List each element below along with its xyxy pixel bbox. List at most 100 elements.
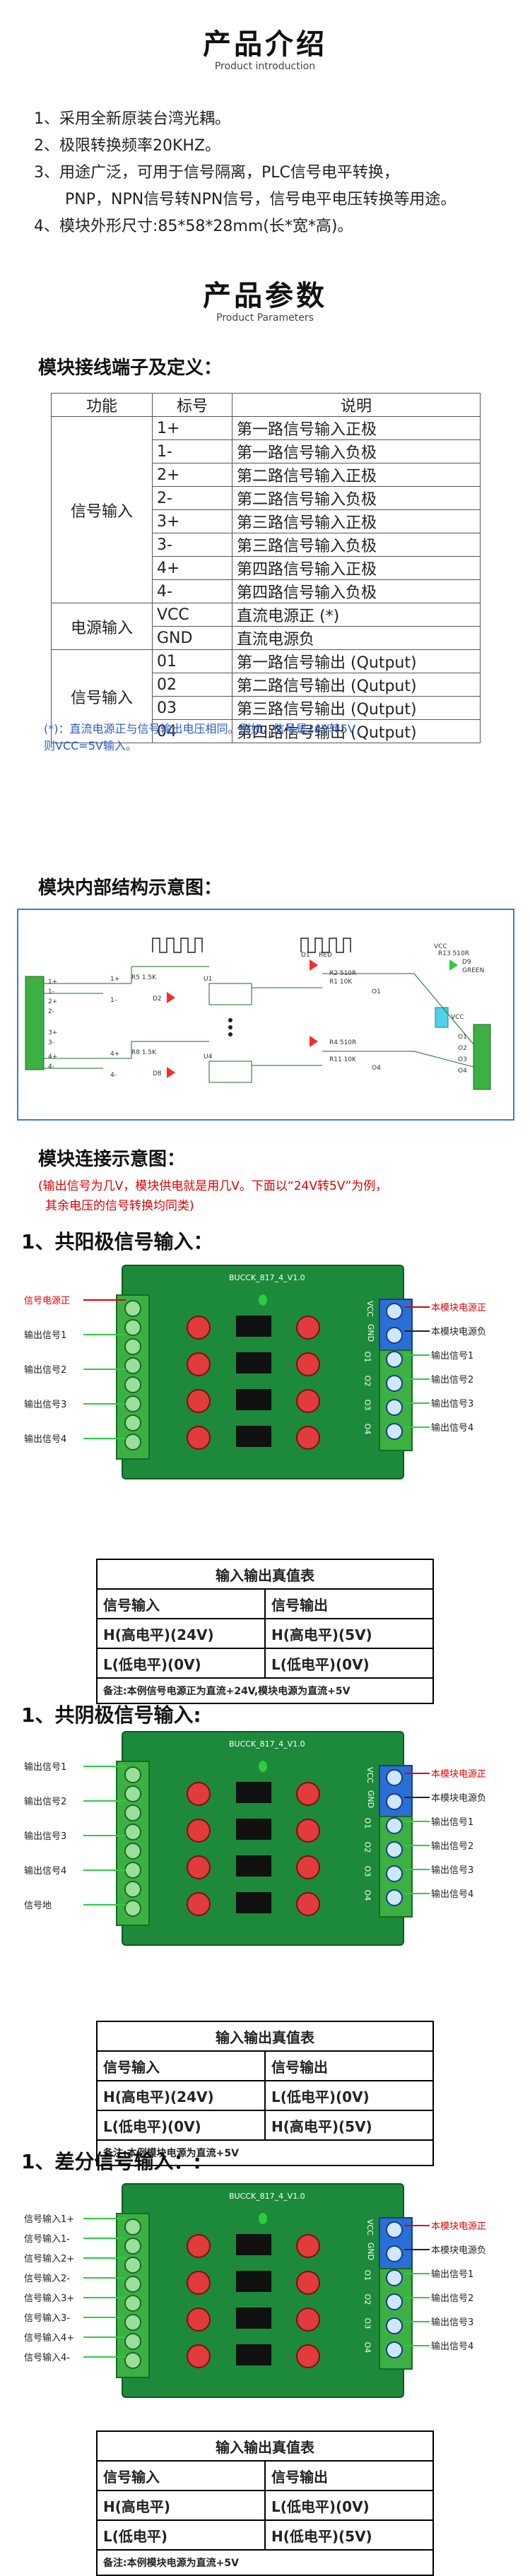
internal-heading: 模块内部结构示意图： <box>38 878 223 899</box>
wire <box>413 973 474 1045</box>
truth-table-note: 备注:本例模块电源为直流+5V <box>96 2549 434 2576</box>
resistor-icon <box>187 1316 211 1340</box>
th-code: 标号 <box>152 393 232 417</box>
pin-right: O4 <box>458 1068 467 1075</box>
resistor-icon <box>296 1855 320 1879</box>
truth-table-cell: L(低电平)(0V) <box>96 1648 266 1679</box>
resistor-icon <box>296 1892 320 1916</box>
resistor-icon <box>296 2344 320 2368</box>
label-in1n: 1- <box>110 997 117 1004</box>
row-desc: 第一路信号输出 (Qutput) <box>232 649 481 673</box>
truth-table-cell: H(高电平)(5V) <box>264 1618 434 1649</box>
wire-line <box>83 1334 126 1335</box>
resistor-icon <box>296 1389 320 1413</box>
resistor-icon <box>187 1892 211 1916</box>
truth-table-cell: H(高电平)(24V) <box>96 1618 266 1649</box>
screw-icon <box>386 1303 403 1320</box>
screw-icon <box>124 1824 141 1841</box>
left-wire-label: 输出信号3 <box>24 1831 67 1842</box>
truth-table-head: 信号输入 <box>96 2050 266 2081</box>
wire-line <box>83 2277 126 2279</box>
ellipsis-dot <box>228 1025 232 1029</box>
pulse-wave-out <box>300 938 351 953</box>
truth-table-title: 输入输出真值表 <box>96 2430 434 2462</box>
intro-title: 产品介绍 <box>203 28 327 61</box>
truth-table-head: 信号输出 <box>264 2460 434 2491</box>
optocoupler-chip <box>236 1316 271 1337</box>
wire-line <box>404 2321 430 2322</box>
right-wire-label: 输出信号1 <box>431 2269 474 2280</box>
pin-left: 2+ <box>48 998 57 1005</box>
wire-line <box>83 1766 126 1767</box>
row-desc: 第一路信号输入负极 <box>232 439 481 463</box>
terminal-label: GND <box>366 2242 376 2261</box>
left-wire-label: 输出信号1 <box>24 1762 67 1773</box>
resistor-icon <box>296 2308 320 2332</box>
optocoupler-chip <box>236 1892 271 1913</box>
screw-icon <box>124 2295 141 2312</box>
terminal-label: O1 <box>363 1351 372 1363</box>
row-desc: 第三路信号输入负极 <box>232 533 481 557</box>
optocoupler-chip <box>236 1782 271 1803</box>
group-output: 信号输入 <box>51 649 153 743</box>
screw-icon <box>124 2314 141 2331</box>
board-label: BUCCK_817_4_V1.0 <box>229 1273 305 1282</box>
label-in4n: 4- <box>110 1072 117 1079</box>
screw-icon <box>386 1327 403 1344</box>
truth-table-note: 备注:本例模块电源为直流+5V <box>96 2139 434 2166</box>
resistor-icon <box>187 1819 211 1843</box>
resistor-icon <box>187 2234 211 2258</box>
screw-icon <box>386 1793 403 1810</box>
row-desc: 第四路信号输入正极 <box>232 556 481 580</box>
right-wire-label: 输出信号1 <box>431 1351 474 1361</box>
intro-subtitle: Product introduction <box>214 61 316 72</box>
optocoupler-chip <box>236 1819 271 1840</box>
resistor-icon <box>187 1352 211 1376</box>
wire-line <box>83 2257 126 2259</box>
wire-line <box>404 1893 430 1894</box>
wire-line <box>404 1402 430 1404</box>
right-wire-label: 输出信号3 <box>431 1399 474 1410</box>
wire-line <box>83 1800 126 1802</box>
wire-line <box>83 1869 126 1871</box>
terminal-label: O3 <box>363 1399 372 1411</box>
wire-line <box>404 1821 430 1822</box>
feature-3: 3、用途广泛，可用于信号隔离，PLC信号电平转换， <box>34 164 399 182</box>
screw-icon <box>124 2333 141 2350</box>
truth-table-title: 输入输出真值表 <box>96 1559 434 1590</box>
left-wire-label: 输出信号2 <box>24 1797 67 1807</box>
truth-table-head: 信号输出 <box>264 1588 434 1619</box>
group-power: 电源输入 <box>51 603 153 650</box>
row-code: 2- <box>152 486 232 510</box>
resistor-icon <box>187 1855 211 1879</box>
optocoupler-chip <box>236 2271 271 2292</box>
screw-icon <box>386 2341 403 2358</box>
left-wire-label: 输出信号3 <box>24 1400 67 1410</box>
optocoupler-chip <box>236 1426 271 1447</box>
right-terminal-block <box>473 1024 491 1090</box>
wire-line <box>404 1426 430 1428</box>
resistor-icon <box>296 1316 320 1340</box>
truth-table-cell: L(低电平) <box>96 2519 266 2551</box>
left-wire-label: 信号输入1- <box>24 2234 70 2245</box>
resistor-icon <box>187 1782 211 1806</box>
schematic-svg: D1 RED R2 510R R1 10K O1 VCC R13 510R D9… <box>25 938 491 1090</box>
resistor-icon <box>187 2271 211 2295</box>
optocoupler-u1 <box>208 983 252 1005</box>
terminal-label: VCC <box>365 1767 375 1783</box>
row-code: 3- <box>152 533 232 557</box>
row-desc: 第三路信号输入正极 <box>232 509 481 533</box>
group-input: 信号输入 <box>51 416 153 603</box>
feature-4: 4、模块外形尺寸:85*58*28mm(长*宽*高)。 <box>34 218 353 235</box>
pin-right: O3 <box>458 1056 467 1063</box>
right-wire-label: 本模块电源正 <box>431 1303 487 1313</box>
row-desc: 第二路信号输出 (Qutput) <box>232 673 481 697</box>
led-d1-icon <box>310 959 318 971</box>
wire-line <box>404 1797 430 1798</box>
optocoupler-chip <box>236 2344 271 2365</box>
screw-icon <box>386 2221 403 2238</box>
resistor-icon <box>296 1426 320 1450</box>
truth-table-cell: H(高电平)(24V) <box>96 2080 266 2111</box>
